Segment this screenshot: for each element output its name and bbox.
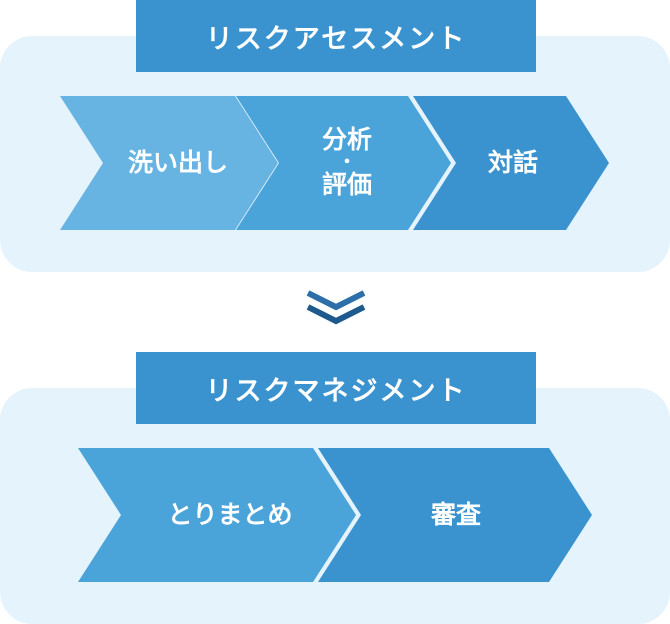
step-review-label: 審査	[430, 499, 481, 529]
arrow-step-1	[60, 96, 278, 230]
arrow-step-2	[236, 96, 451, 230]
management-title: リスクマネジメント	[136, 352, 536, 424]
step-evaluate-label: 評価	[321, 170, 372, 200]
arrow-step-summary	[78, 448, 356, 582]
chevron-down-icon	[306, 290, 366, 311]
step-review: 審査	[376, 448, 536, 582]
chevron-down-icon-2	[306, 304, 366, 325]
step-separator: ・	[338, 151, 356, 173]
arrow-step-3	[413, 96, 609, 230]
step-summary: とりまとめ	[130, 448, 330, 582]
step-identify-label: 洗い出し	[127, 147, 228, 177]
step-identify: 洗い出し	[103, 96, 253, 230]
step-dialogue: 対話	[438, 96, 588, 230]
step-summary-label: とりまとめ	[167, 499, 293, 529]
arrow-step-review	[318, 448, 592, 582]
step-analyze-label: 分析	[321, 125, 372, 155]
assessment-title: リスクアセスメント	[136, 0, 536, 72]
step-dialogue-label: 対話	[487, 147, 538, 177]
step-analyze-evaluate: 分析 ・ 評価	[272, 96, 422, 230]
